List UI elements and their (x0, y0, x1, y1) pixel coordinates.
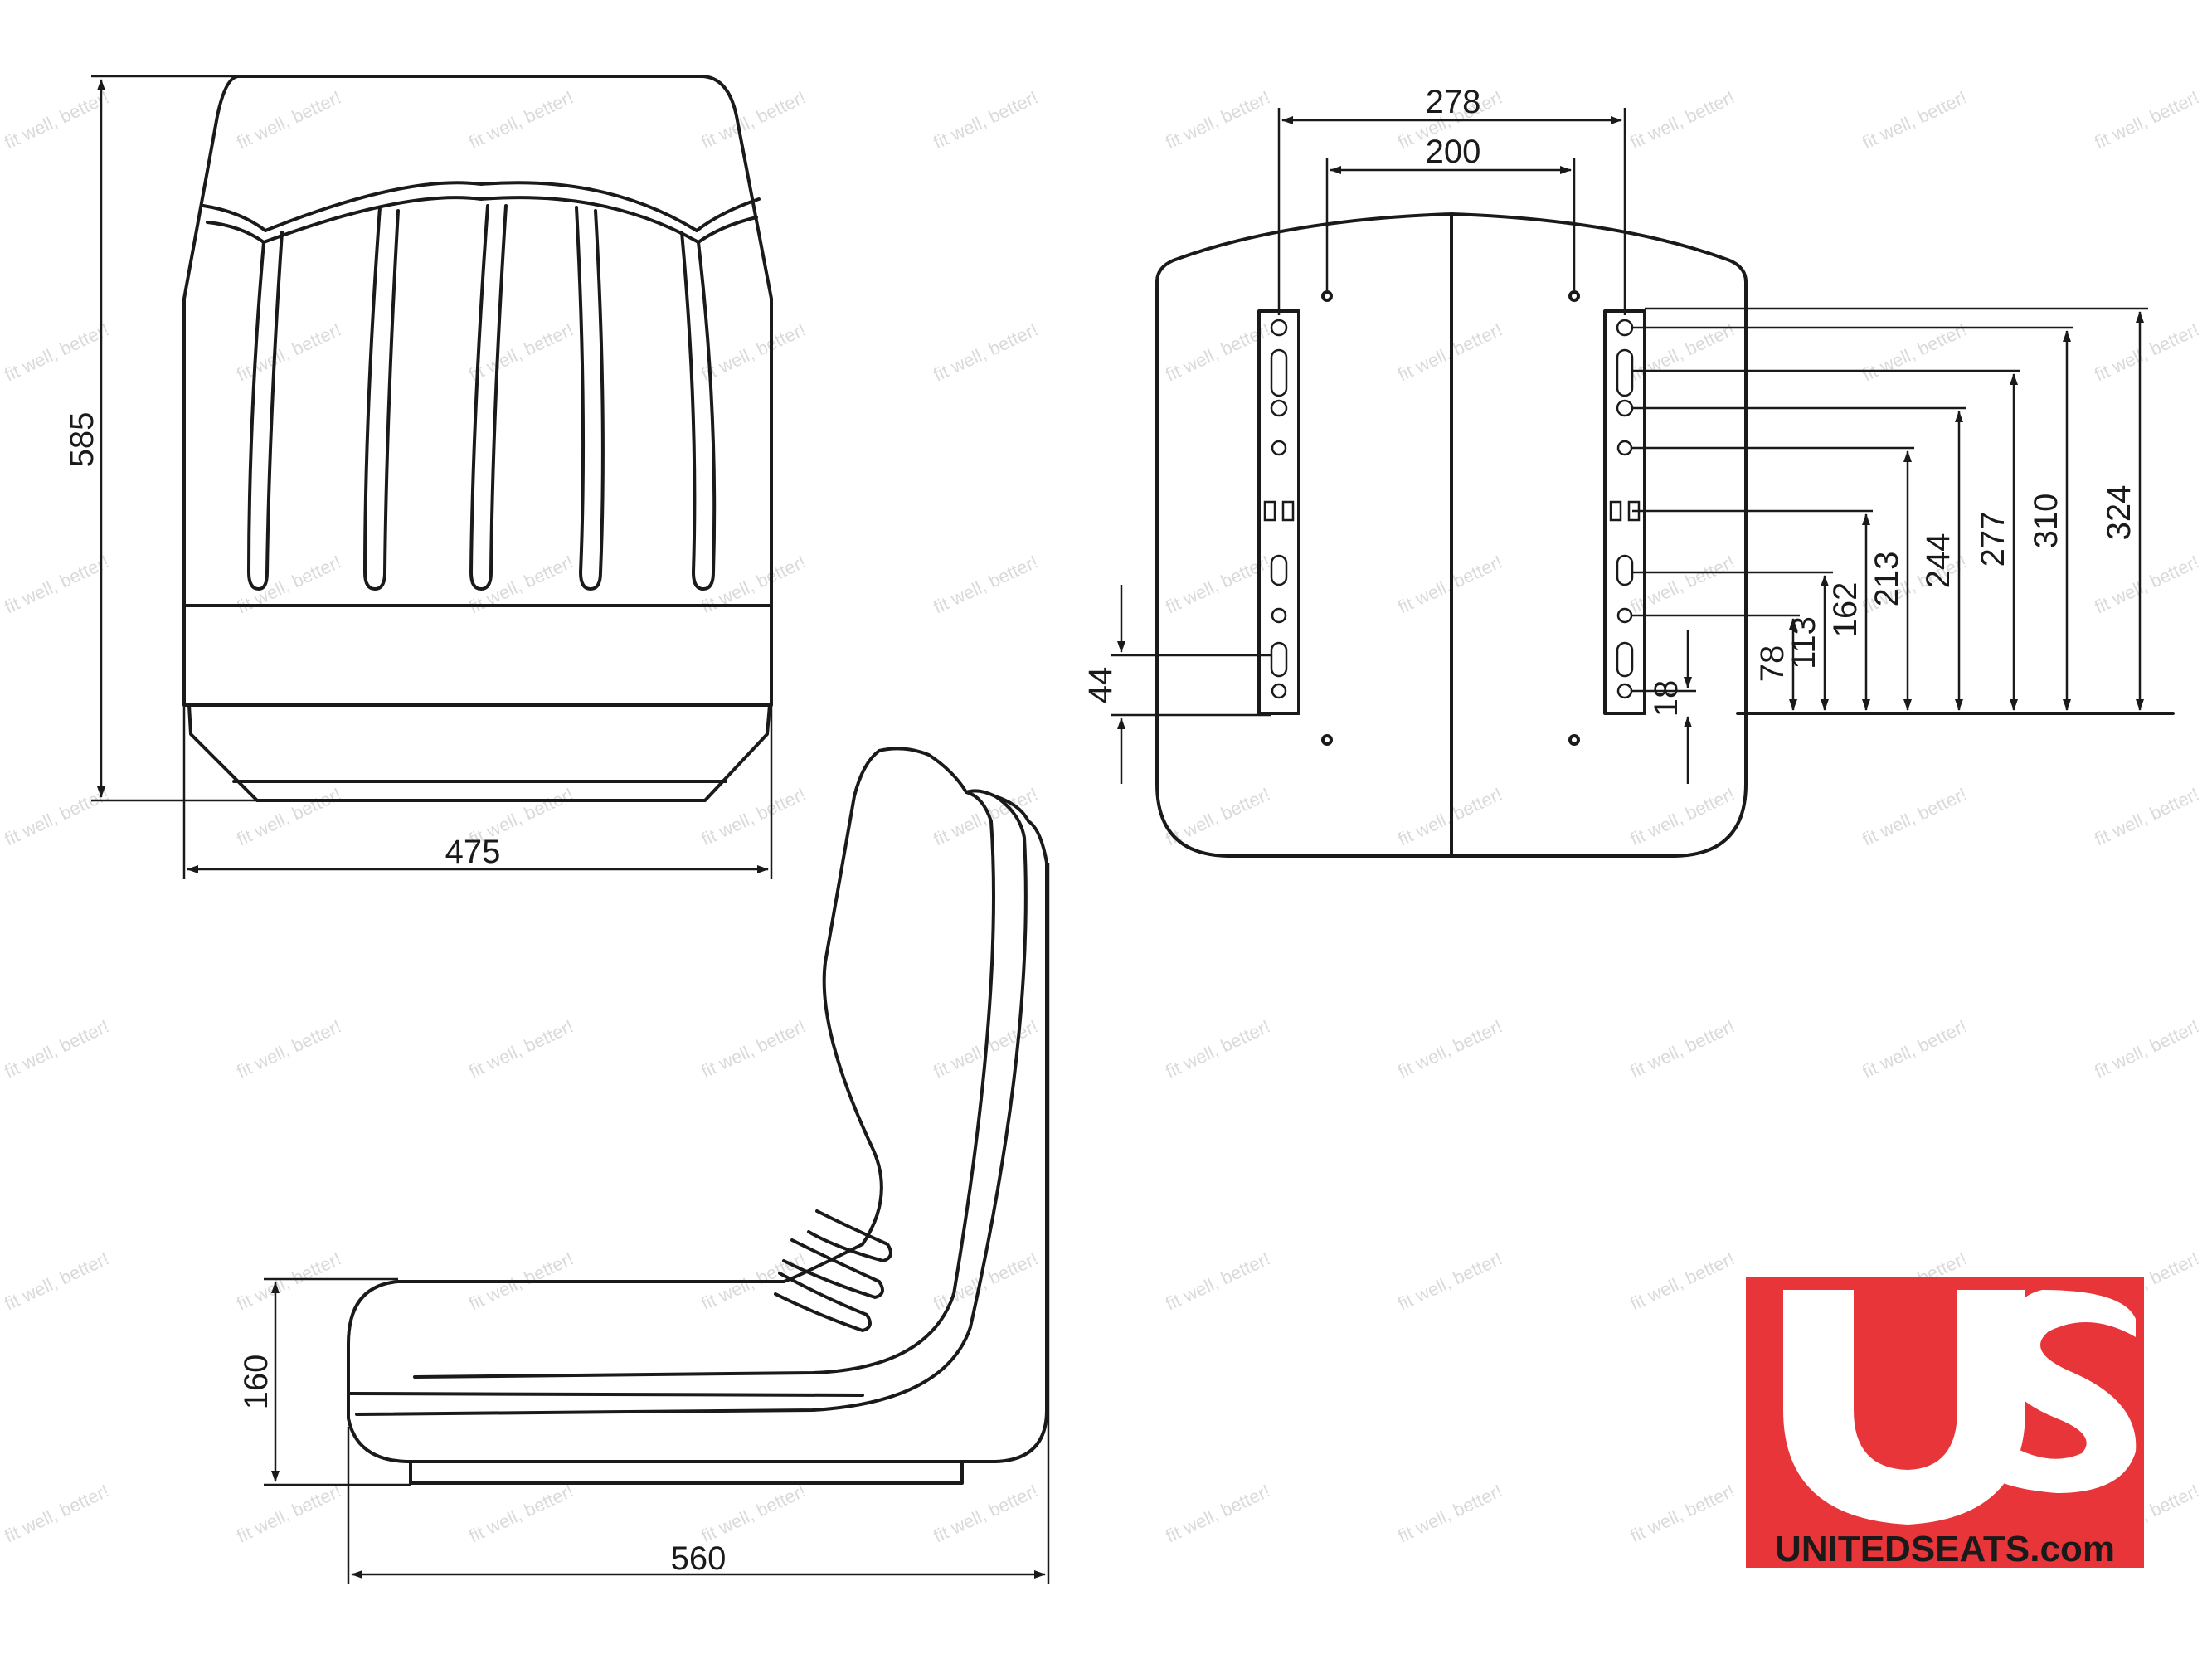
watermark-text: fit well, better! (931, 552, 1042, 618)
watermark-text: fit well, better! (931, 319, 1042, 386)
watermark-text: fit well, better! (234, 1248, 345, 1315)
front-ribs (247, 204, 717, 591)
watermark-text: fit well, better! (1627, 1248, 1738, 1315)
dim-hole-310: 310 (2028, 494, 2064, 549)
watermark-text: fit well, better! (466, 1481, 577, 1547)
watermark-text: fit well, better! (1860, 784, 1971, 850)
front-seam-top (202, 181, 761, 232)
rail-hole-dimensions: 18 78 113 162 213 244 277 (1632, 307, 2148, 784)
front-view: 585 475 (64, 75, 773, 879)
watermark-text: fit well, better! (2092, 784, 2203, 850)
dim-side-depth: 560 (671, 1540, 727, 1577)
side-cushion-line (348, 1392, 864, 1397)
watermark-text: fit well, better! (234, 1481, 345, 1547)
watermark-text: fit well, better! (1395, 1481, 1506, 1547)
side-shell-outline (347, 747, 1048, 1463)
dim-slot-spacing: 44 (1082, 667, 1119, 704)
watermark-text: fit well, better! (2, 1481, 113, 1547)
dim-hole-244: 244 (1920, 533, 1957, 589)
watermark-text: fit well, better! (2092, 319, 2203, 386)
watermark-text: fit well, better! (1395, 1016, 1506, 1082)
watermark-text: fit well, better! (1163, 87, 1274, 153)
dim-hole-113: 113 (1786, 616, 1822, 669)
watermark-text: fit well, better! (698, 1016, 809, 1082)
mount-plate-view: 278 200 44 18 78 113 (1082, 84, 2175, 858)
watermark-text: fit well, better! (2092, 552, 2203, 618)
watermark-text: fit well, better! (466, 1016, 577, 1082)
watermark-text: fit well, better! (2, 1248, 113, 1315)
dim-hole-78: 78 (1754, 645, 1791, 683)
watermark-text: fit well, better! (698, 319, 809, 386)
watermark-text: fit well, better! (2, 552, 113, 618)
watermark-text: fit well, better! (2092, 1016, 2203, 1082)
left-rail (1257, 309, 1300, 715)
watermark-text: fit well, better! (1627, 1481, 1738, 1547)
dim-hole-213: 213 (1869, 552, 1905, 607)
watermark-text: fit well, better! (698, 1481, 809, 1547)
side-grooves (774, 1209, 892, 1332)
side-base-plate (409, 1460, 964, 1485)
side-back-inner (413, 791, 995, 1379)
watermark-text: fit well, better! (1627, 784, 1738, 850)
dim-hole-324: 324 (2101, 485, 2137, 541)
plate-mount-dots (1321, 290, 1580, 746)
watermark-text: fit well, better! (2, 319, 113, 386)
watermark-text: fit well, better! (466, 552, 577, 618)
watermark-text: fit well, better! (931, 87, 1042, 153)
dim-hole-162: 162 (1827, 582, 1864, 638)
dim-hole-18: 18 (1648, 680, 1685, 718)
watermark-text: fit well, better! (2, 784, 113, 850)
dim-side-seat-height: 160 (238, 1355, 275, 1410)
watermark-text: fit well, better! (1163, 1248, 1274, 1315)
plate-outline (1155, 212, 1748, 858)
dim-front-width: 475 (445, 834, 501, 870)
watermark-text: fit well, better! (234, 319, 345, 386)
side-view: 160 560 (238, 747, 1050, 1584)
dim-hole-277: 277 (1975, 512, 2011, 567)
watermark-text: fit well, better! (1163, 552, 1274, 618)
unitedseats-logo: UNITEDSEATS.com (1746, 1277, 2144, 1569)
watermark-text: fit well, better! (234, 1016, 345, 1082)
watermark-text: fit well, better! (1627, 1016, 1738, 1082)
dim-top-inner: 200 (1426, 134, 1481, 170)
side-back-inner-2 (355, 795, 1028, 1416)
watermark-text: fit well, better! (698, 87, 809, 153)
logo-wordmark: UNITEDSEATS.com (1775, 1529, 2115, 1569)
watermark-text: fit well, better! (2, 1016, 113, 1082)
front-backrest-outline (182, 75, 773, 607)
watermark-text: fit well, better! (2092, 87, 2203, 153)
front-lower-band (182, 604, 773, 707)
watermark-text: fit well, better! (1860, 319, 1971, 386)
watermark-text: fit well, better! (2, 87, 113, 153)
watermark-text: fit well, better! (234, 87, 345, 153)
watermark-text: fit well, better! (1860, 87, 1971, 153)
watermark-text: fit well, better! (1627, 87, 1738, 153)
watermark-text: fit well, better! (1860, 1016, 1971, 1082)
watermark-text: fit well, better! (1395, 1248, 1506, 1315)
front-base (187, 703, 771, 802)
watermark-text: fit well, better! (698, 784, 809, 850)
watermark-text: fit well, better! (1163, 1481, 1274, 1547)
watermark-text: fit well, better! (466, 319, 577, 386)
watermark-text: fit well, better! (931, 1481, 1042, 1547)
watermark-text: fit well, better! (1163, 1016, 1274, 1082)
watermark-text: fit well, better! (1163, 319, 1274, 386)
dim-top-outer: 278 (1426, 84, 1481, 120)
dim-front-height: 585 (64, 412, 100, 468)
watermark-text: fit well, better! (466, 87, 577, 153)
